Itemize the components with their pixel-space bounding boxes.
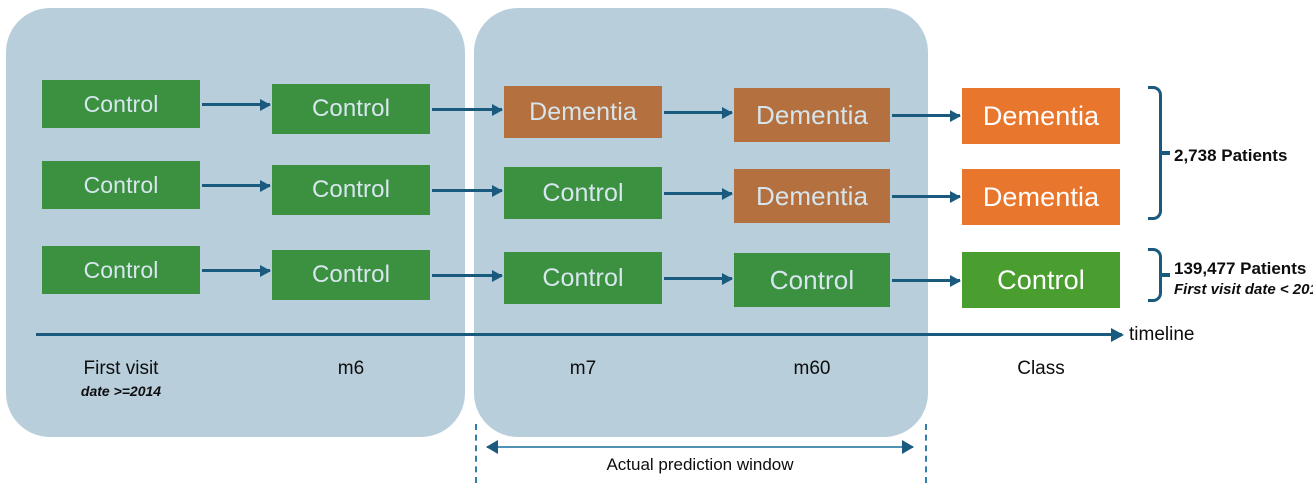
node-row3-col2[interactable]: Control — [272, 250, 430, 300]
node-row1-col4[interactable]: Dementia — [734, 88, 890, 142]
node-row3-col1[interactable]: Control — [42, 246, 200, 294]
count-control-sublabel: First visit date < 2019 — [1174, 280, 1313, 298]
prediction-window-label: Actual prediction window — [606, 455, 794, 474]
dashed-guide-start — [475, 424, 477, 483]
arrow-row1-col2-col3 — [432, 108, 502, 111]
node-row2-col2[interactable]: Control — [272, 165, 430, 215]
stage-sublabel-first-visit: date >=2014 — [80, 383, 162, 399]
stage-label-m6: m6 — [337, 358, 365, 379]
node-row1-col3[interactable]: Dementia — [504, 86, 662, 138]
arrow-row2-col2-col3 — [432, 189, 502, 192]
node-row2-col5[interactable]: Dementia — [962, 169, 1120, 225]
arrow-row1-col4-col5 — [892, 114, 960, 117]
node-row3-col3[interactable]: Control — [504, 252, 662, 304]
node-row1-col5[interactable]: Dementia — [962, 88, 1120, 144]
node-row2-col4[interactable]: Dementia — [734, 169, 890, 223]
stage-label-first-visit-text: First visit — [83, 358, 159, 379]
arrow-row3-col4-col5 — [892, 279, 960, 282]
node-row1-col2[interactable]: Control — [272, 84, 430, 134]
panel-observation-window — [6, 8, 465, 437]
arrow-row3-col2-col3 — [432, 274, 502, 277]
bracket-tick-control — [1161, 273, 1170, 277]
arrow-row2-col1-col2 — [202, 184, 270, 187]
stage-label-m7: m7 — [569, 358, 597, 379]
arrow-row3-col3-col4 — [664, 277, 732, 280]
bracket-dementia-group — [1148, 86, 1162, 220]
arrow-row2-col3-col4 — [664, 192, 732, 195]
arrow-row1-col3-col4 — [664, 111, 732, 114]
stage-label-m60: m60 — [793, 358, 831, 379]
prediction-window-arrow — [487, 446, 913, 448]
stage-label-class: Class — [1017, 358, 1065, 379]
arrow-row2-col4-col5 — [892, 195, 960, 198]
node-row3-col5[interactable]: Control — [962, 252, 1120, 308]
stage-label-first-visit: First visit date >=2014 — [41, 358, 201, 399]
count-control-group: 139,477 Patients First visit date < 2019 — [1174, 258, 1313, 299]
dashed-guide-end — [925, 424, 927, 483]
node-row3-col4[interactable]: Control — [734, 253, 890, 307]
timeline-axis — [36, 333, 1122, 336]
count-dementia-value: 2,738 Patients — [1174, 146, 1288, 165]
node-row2-col1[interactable]: Control — [42, 161, 200, 209]
count-dementia-group: 2,738 Patients — [1174, 145, 1287, 167]
timeline-axis-label: timeline — [1129, 324, 1195, 345]
node-row2-col3[interactable]: Control — [504, 167, 662, 219]
arrow-row1-col1-col2 — [202, 103, 270, 106]
bracket-tick-dementia — [1161, 151, 1170, 155]
count-control-value: 139,477 Patients — [1174, 259, 1307, 278]
bracket-control-group — [1148, 248, 1162, 302]
node-row1-col1[interactable]: Control — [42, 80, 200, 128]
arrow-row3-col1-col2 — [202, 269, 270, 272]
